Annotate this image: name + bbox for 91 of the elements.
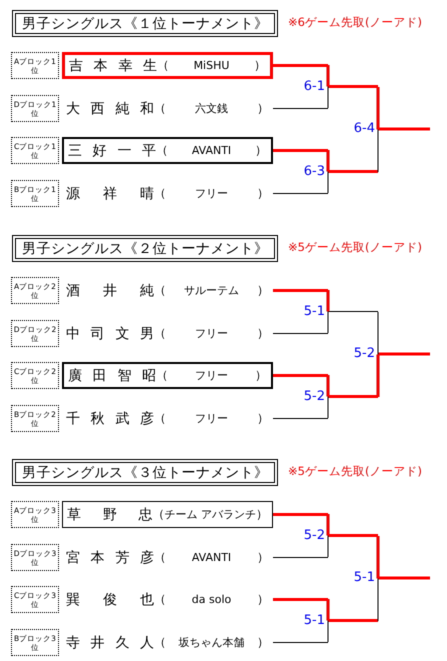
player-name: 中司文男 [66,324,154,342]
team-name: 六文銭 [194,101,229,116]
parenthesis: （ [154,410,166,427]
player-entry [62,137,273,164]
team-name: AVANTI [190,144,232,157]
bracket-line [273,513,328,516]
team-name: da solo [190,593,232,606]
parenthesis: ） [257,100,269,117]
tournament-title [12,10,278,37]
team-name: フリー [194,411,229,426]
team-name: フリー [194,326,229,341]
player-name: 三好一平 [68,142,156,160]
team-name: 坂ちゃん本舗 [178,635,246,650]
player-name: 源祥晴 [66,184,154,202]
tournament-title [12,459,278,486]
rule-note: ※5ゲーム先取(ノーアド) [288,464,422,479]
player-name: 大西純和 [66,100,154,118]
parenthesis: ） [257,185,269,202]
parenthesis: （ [154,591,166,608]
parenthesis: （ [157,57,169,74]
bracket-line [273,598,328,601]
team-name: チーム アバランチ [164,507,256,522]
bracket-line [272,418,328,419]
parenthesis: ） [257,325,269,342]
score-label: 5-2 [304,390,325,404]
bracket-line [328,170,378,173]
player-entry [62,501,273,528]
parenthesis: （ [156,367,168,384]
parenthesis: ） [257,282,269,299]
bracket-line [272,557,328,558]
bracket-line [273,149,328,152]
parenthesis: （ [154,634,166,651]
bracket-line [378,352,430,356]
rule-note: ※5ゲーム先取(ノーアド) [288,240,422,255]
score-label: 5-1 [304,304,325,318]
parenthesis: ） [255,367,267,384]
bracket-line [328,619,378,622]
parenthesis: ） [257,549,269,566]
team-name: AVANTI [190,551,232,564]
score-label: 5-1 [304,614,325,628]
player-name: 千秋武彦 [66,410,154,428]
parenthesis: （ [154,325,166,342]
title-text: 男子シングルス《１位トーナメント》 [22,14,268,32]
parenthesis: （ [152,506,164,523]
score-label: 5-2 [354,347,375,361]
parenthesis: （ [156,142,168,159]
player-entry [62,52,273,79]
bracket-line [273,289,328,292]
bracket-line [272,193,328,194]
parenthesis: ） [257,410,269,427]
team-name: MiSHU [192,59,230,72]
bracket-line [272,108,328,109]
player-name: 寺井久人 [66,634,154,652]
score-label: 5-1 [354,571,375,585]
player-name: 酒井純 [66,282,154,300]
bracket-line [328,534,378,537]
rule-note: ※6ゲーム先取(ノーアド) [288,15,422,30]
bracket-line [328,85,378,88]
tournament-title [12,235,278,262]
parenthesis: ） [256,506,268,523]
bracket-line [378,128,430,130]
player-name: 巽俊也 [66,590,154,608]
player-entry [62,362,273,389]
bracket-line [328,395,378,398]
score-label: 5-2 [304,528,325,542]
parenthesis: ） [257,591,269,608]
bracket-line [273,374,328,377]
title-text: 男子シングルス《３位トーナメント》 [22,464,268,482]
player-name: 廣田智昭 [68,366,156,384]
bracket-line [273,64,328,67]
parenthesis: ） [254,57,266,74]
score-label: 6-3 [304,164,325,178]
parenthesis: ） [255,142,267,159]
parenthesis: （ [154,549,166,566]
parenthesis: （ [154,100,166,117]
player-name: 吉本幸生 [69,56,157,74]
bracket-line [378,576,430,580]
parenthesis: （ [154,185,166,202]
bracket-line [328,311,378,312]
bracket-line [272,333,328,334]
team-name: フリー [194,368,229,383]
team-name: サルーテム [183,283,240,298]
player-name: 草野忠 [67,506,152,524]
parenthesis: ） [257,634,269,651]
team-name: フリー [194,186,229,201]
parenthesis: （ [154,282,166,299]
player-name: 宮本芳彦 [66,548,154,566]
score-label: 6-1 [304,80,325,94]
bracket-line [272,642,328,643]
score-label: 6-4 [354,122,375,136]
title-text: 男子シングルス《２位トーナメント》 [22,240,268,258]
